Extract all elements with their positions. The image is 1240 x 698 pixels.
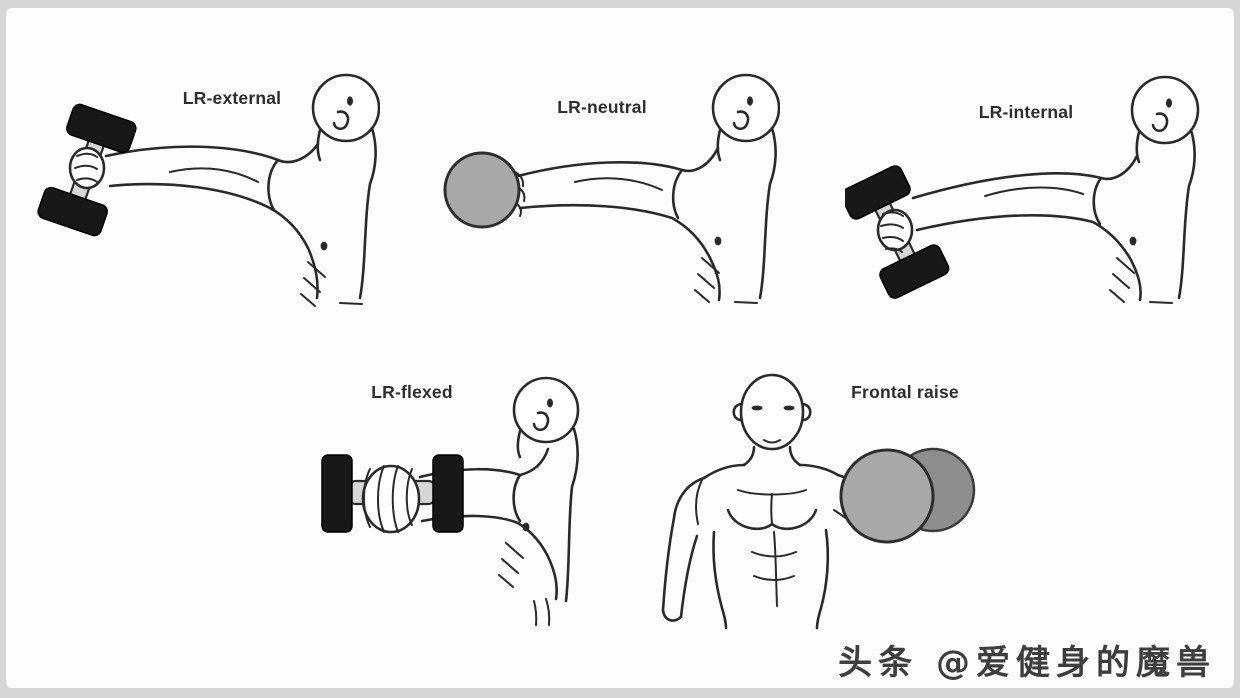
arm [911, 154, 1142, 302]
arm [104, 142, 320, 300]
arm [516, 146, 721, 302]
head-and-torso [694, 73, 780, 304]
lr-internal-figure [845, 75, 1200, 304]
diagram-paper [6, 8, 1234, 688]
panel-lr-flexed: LR-flexed [300, 355, 660, 645]
lr-flexed-figure [321, 376, 580, 626]
panel-lr-neutral: LR-neutral [420, 60, 780, 350]
panel-lr-external: LR-external [20, 60, 380, 350]
head-and-torso [1109, 75, 1200, 304]
exercise-label: LR-flexed [371, 382, 453, 402]
lr-external-figure [37, 73, 380, 307]
watermark-text: 头条 @爱健身的魔兽 [838, 643, 1216, 683]
panel-frontal-raise: Frontal raise [640, 360, 1220, 690]
frontal-raise-figure [661, 373, 976, 630]
exercise-label: Frontal raise [851, 382, 959, 402]
exercise-label: LR-external [182, 88, 282, 108]
torso [661, 445, 869, 630]
fist [361, 464, 421, 534]
fist [876, 208, 914, 253]
exercise-label: LR-internal [978, 102, 1074, 122]
head-and-torso [498, 376, 580, 626]
head-and-torso [300, 73, 380, 307]
dumbbell-end-view [443, 151, 526, 229]
panel-lr-internal: LR-internal [845, 60, 1205, 350]
fist [68, 146, 106, 190]
head [732, 373, 812, 451]
dumbbell-end-view [839, 447, 976, 544]
lr-neutral-figure [443, 73, 780, 304]
exercise-label: LR-neutral [557, 97, 647, 117]
